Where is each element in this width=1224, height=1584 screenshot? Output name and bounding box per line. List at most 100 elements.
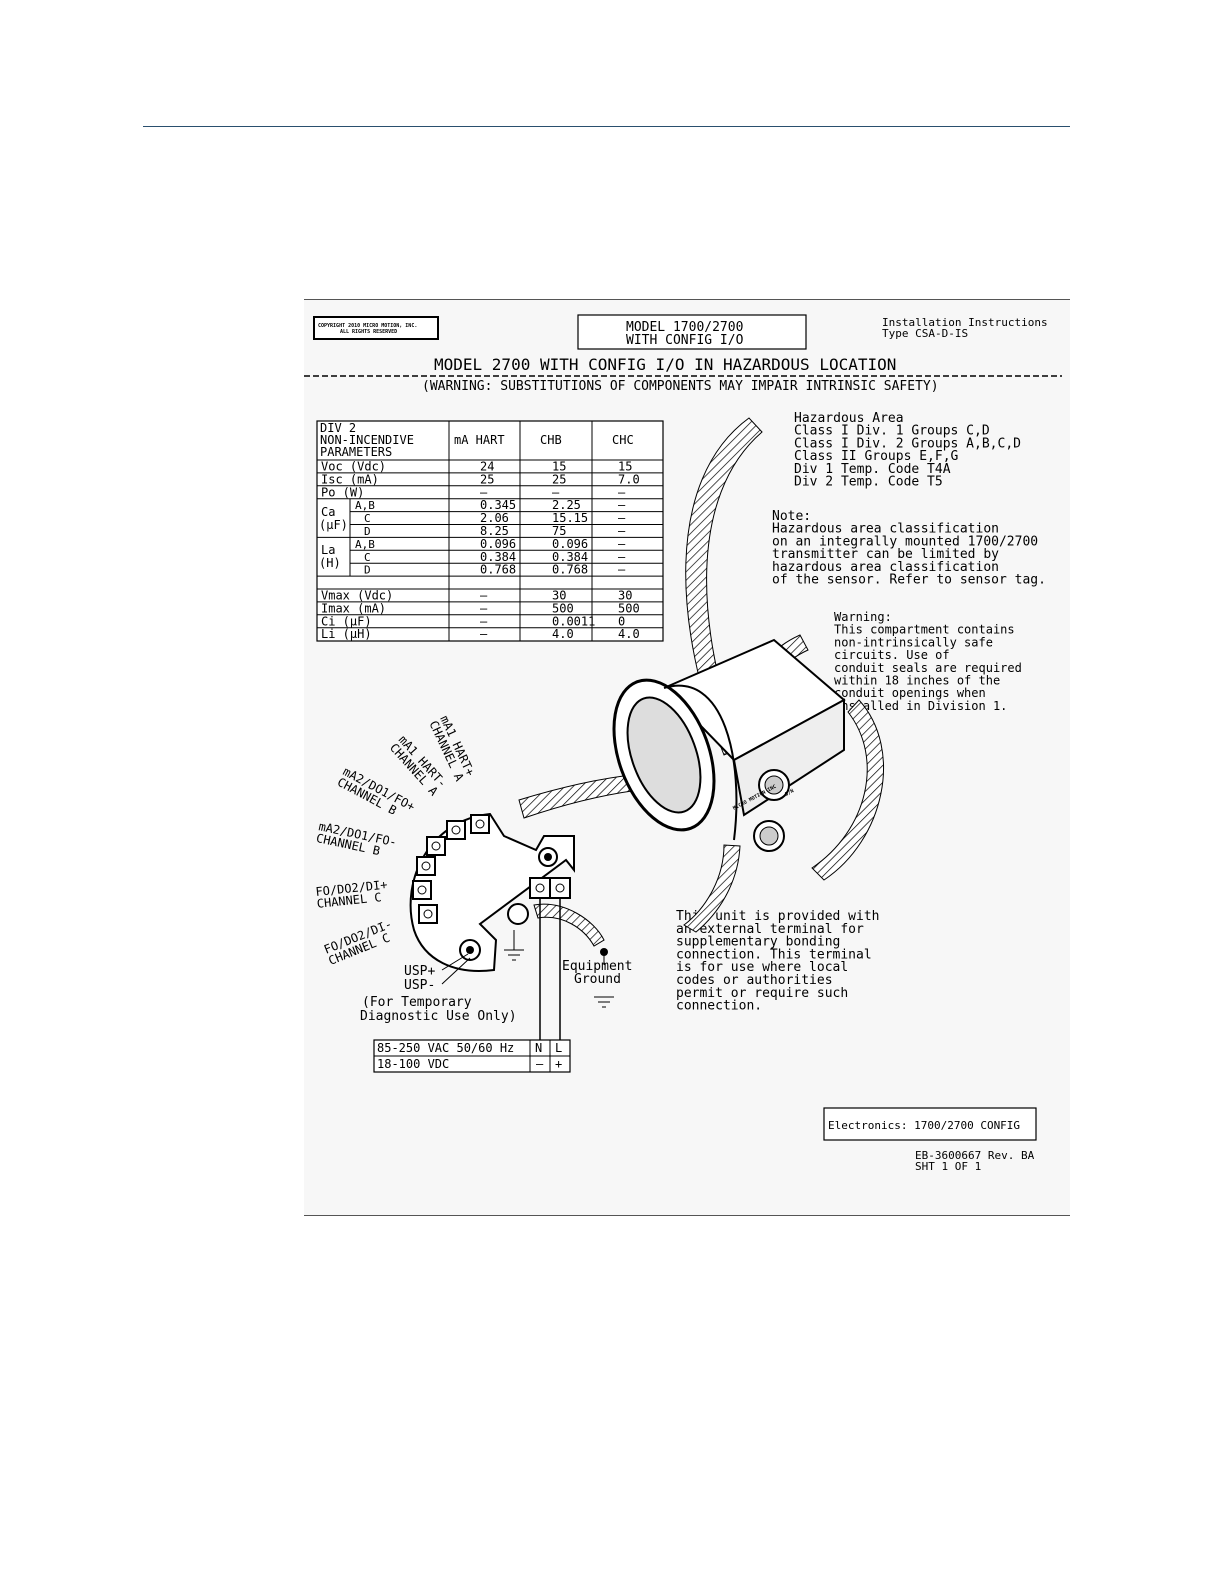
params-head-line2: NON-INCENDIVE	[320, 433, 414, 447]
table-cell: 0.384	[552, 550, 588, 564]
terminal-screws	[412, 814, 490, 924]
power-table: 85-250 VAC 50/60 Hz N L 18-100 VDC – +	[373, 1039, 571, 1073]
table-cell: 15	[618, 460, 632, 474]
compartment-warning: Warning:This compartment containsnon-int…	[834, 610, 1022, 713]
hazard-lines-line: Class II Groups E,F,G	[794, 449, 959, 464]
power-row2-label: 18-100 VDC	[377, 1057, 449, 1071]
table-cell: 4.0	[552, 627, 574, 641]
note-lines-line: Hazardous area classification	[772, 522, 999, 537]
table-cell: 500	[618, 601, 640, 615]
table-cell: 0.0011	[552, 614, 595, 628]
table-cell: 30	[618, 589, 632, 603]
transmitter-housing: MICRO MOTION INC S/N	[612, 638, 846, 852]
bond-lines-line: permit or require such	[676, 986, 848, 1001]
warning-substitutions: (WARNING: SUBSTITUTIONS OF COMPONENTS MA…	[422, 379, 939, 394]
terminal-screw	[426, 836, 446, 856]
terminal-screw	[446, 820, 466, 840]
table-cell: 24	[480, 460, 494, 474]
install-line1: Installation Instructions	[882, 316, 1048, 329]
table-cell: 0.096	[480, 537, 516, 551]
drawing-title: MODEL 2700 WITH CONFIG I/O IN HAZARDOUS …	[434, 355, 896, 374]
terminal-screw-head	[475, 819, 485, 829]
copyright-line1: COPYRIGHT 2010 MICRO MOTION, INC.	[318, 323, 417, 329]
power-row1-l: L	[555, 1041, 562, 1055]
params-head-line1: DIV 2	[320, 421, 356, 435]
power-row1-label: 85-250 VAC 50/60 Hz	[377, 1041, 514, 1055]
row-label: Ci (µF)	[321, 614, 372, 628]
ca-label: Ca	[321, 505, 335, 519]
terminal-screw-head	[423, 909, 433, 919]
install-line2: Type CSA-D-IS	[882, 327, 968, 340]
hazard-lines-line: Class I Div. 2 Groups A,B,C,D	[794, 436, 1021, 451]
table-cell: –	[618, 498, 626, 512]
table-cell: –	[618, 511, 626, 525]
note-lines-line: hazardous area classification	[772, 560, 999, 575]
table-cell: 15.15	[552, 511, 588, 525]
table-cell: 75	[552, 524, 566, 538]
warning-leader-hatch-2	[811, 699, 885, 881]
row-sublabel: A,B	[355, 499, 375, 512]
terminal-screw-head	[417, 885, 427, 895]
terminal-screw	[470, 814, 490, 834]
table-cell: 0.768	[552, 563, 588, 577]
table-cell: –	[618, 550, 626, 564]
row-label: Isc (mA)	[321, 472, 379, 486]
table-cell: –	[618, 563, 626, 577]
table-cell: –	[618, 537, 626, 551]
warn-lines-line: installed in Division 1.	[834, 699, 1007, 713]
table-cell: 7.0	[618, 472, 640, 486]
terminal-n	[529, 877, 551, 899]
usp-note-line2: Diagnostic Use Only)	[360, 1009, 517, 1024]
warn-lines-line: Warning:	[834, 610, 892, 624]
table-cell: –	[480, 589, 488, 603]
table-cell: –	[480, 627, 488, 641]
row-label: Imax (mA)	[321, 601, 386, 615]
warn-lines-line: within 18 inches of the	[834, 674, 1000, 688]
table-cell: –	[552, 485, 560, 499]
row-label: Voc (Vdc)	[321, 460, 386, 474]
terminal-block	[409, 812, 614, 1040]
row-sublabel: A,B	[355, 538, 375, 551]
model-box: MODEL 1700/2700 WITH CONFIG I/O	[577, 314, 807, 350]
usp-note-line1: (For Temporary	[362, 995, 472, 1010]
power-row2-l: +	[555, 1057, 562, 1071]
doc-number: EB-3600667 Rev. BA	[915, 1149, 1035, 1162]
ma2-fo-plus-label: mA2/DO1/FO+ CHANNEL B	[335, 764, 417, 817]
bond-lines-line: is for use where local	[676, 960, 848, 975]
fo-di-minus-label: FO/DO2/DI- CHANNEL C	[322, 917, 394, 968]
table-cell: 0	[618, 614, 625, 628]
note-lines-line: on an integrally mounted 1700/2700	[772, 534, 1038, 549]
la-label: La	[321, 543, 335, 557]
bond-lines-line: codes or authorities	[676, 973, 833, 988]
ground-screw	[507, 903, 529, 925]
equipment-ground-line2: Ground	[574, 972, 621, 987]
table-cell: 2.06	[480, 511, 509, 525]
fo-di-plus-label: FO/DO2/DI+ CHANNEL C	[315, 878, 388, 911]
power-row1-n: N	[535, 1041, 542, 1055]
model-line2: WITH CONFIG I/O	[626, 333, 744, 348]
table-cell: –	[480, 485, 488, 499]
row-label: Po (W)	[321, 485, 364, 499]
table-cell: 500	[552, 601, 574, 615]
table-cell: 0.384	[480, 550, 516, 564]
warn-lines-line: This compartment contains	[834, 623, 1015, 637]
warn-lines-line: non-intrinsically safe	[834, 635, 993, 649]
table-cell: –	[480, 614, 488, 628]
copyright-box: COPYRIGHT 2010 MICRO MOTION, INC. ALL RI…	[313, 316, 439, 340]
table-cell: 25	[552, 472, 566, 486]
svg-text:CHANNEL C: CHANNEL C	[316, 890, 382, 911]
row-label: Li (µH)	[321, 627, 372, 641]
table-cell: 15	[552, 460, 566, 474]
housing-sn: S/N	[784, 788, 795, 798]
bond-lines-line: supplementary bonding	[676, 935, 840, 950]
table-cell: 0.345	[480, 498, 516, 512]
usp-plus-label: USP+	[404, 964, 435, 979]
table-cell: –	[480, 601, 488, 615]
table-cell: –	[618, 524, 626, 538]
usp-minus-label: USP-	[404, 978, 435, 993]
bond-lines-line: an external terminal for	[676, 922, 864, 937]
